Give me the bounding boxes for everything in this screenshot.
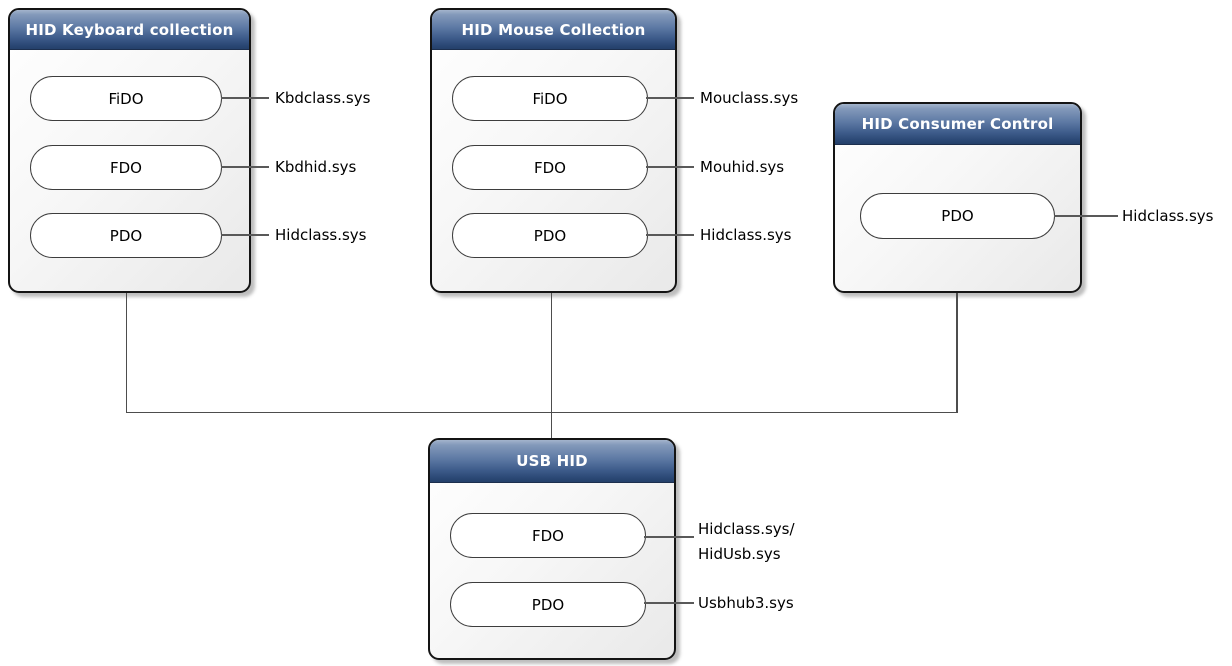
connector-mouse-vertical <box>551 293 552 438</box>
leader-keyboard-fdo <box>221 166 269 168</box>
node-label: FDO <box>534 158 566 177</box>
leader-usb-pdo <box>644 602 694 604</box>
node-mouse-pdo: PDO <box>452 213 648 258</box>
driver-label-hidclass-keyboard: Hidclass.sys <box>275 226 367 244</box>
node-mouse-fido: FiDO <box>452 76 648 121</box>
leader-mouse-fido <box>646 97 694 99</box>
driver-label-usbhub3: Usbhub3.sys <box>698 594 794 612</box>
leader-usb-fdo <box>644 536 694 538</box>
box-title-mouse: HID Mouse Collection <box>461 20 646 39</box>
box-hid-consumer-control: HID Consumer Control PDO <box>833 102 1082 293</box>
leader-keyboard-fido <box>221 97 269 99</box>
connector-consumer-vertical <box>956 293 958 413</box>
leader-keyboard-pdo <box>221 234 269 236</box>
node-label: PDO <box>941 207 974 225</box>
leader-mouse-fdo <box>646 166 694 168</box>
box-hid-keyboard-collection: HID Keyboard collection FiDO FDO PDO <box>8 8 251 293</box>
driver-label-hidclass-hidusb: Hidclass.sys/ HidUsb.sys <box>698 520 795 563</box>
node-mouse-fdo: FDO <box>452 145 648 190</box>
box-usb-hid: USB HID FDO PDO <box>428 438 676 660</box>
driver-label-mouhid: Mouhid.sys <box>700 158 785 176</box>
node-keyboard-fdo: FDO <box>30 145 222 190</box>
leader-mouse-pdo <box>646 234 694 236</box>
driver-label-kbdclass: Kbdclass.sys <box>275 89 371 107</box>
driver-label-mouclass: Mouclass.sys <box>700 89 799 107</box>
box-header-mouse: HID Mouse Collection <box>432 10 675 50</box>
box-header-consumer: HID Consumer Control <box>835 104 1080 145</box>
leader-consumer-pdo <box>1054 215 1118 217</box>
box-title-keyboard: HID Keyboard collection <box>25 20 234 39</box>
driver-label-hidclass-consumer: Hidclass.sys <box>1122 207 1214 225</box>
node-usb-pdo: PDO <box>450 582 646 627</box>
node-label: PDO <box>531 595 565 614</box>
box-header-usb: USB HID <box>430 440 674 483</box>
box-title-usb: USB HID <box>516 452 588 470</box>
node-label: FDO <box>532 526 564 545</box>
node-label: PDO <box>533 226 567 245</box>
node-label: PDO <box>109 226 143 245</box>
node-keyboard-fido: FiDO <box>30 76 222 121</box>
connector-horizontal-bus <box>126 412 958 413</box>
node-consumer-pdo: PDO <box>860 193 1055 239</box>
driver-label-kbdhid: Kbdhid.sys <box>275 158 357 176</box>
box-header-keyboard: HID Keyboard collection <box>10 10 249 50</box>
node-label: FiDO <box>108 89 144 108</box>
node-label: FiDO <box>532 89 568 108</box>
box-hid-mouse-collection: HID Mouse Collection FiDO FDO PDO <box>430 8 677 293</box>
box-title-consumer: HID Consumer Control <box>861 115 1054 133</box>
driver-label-hidclass-mouse: Hidclass.sys <box>700 226 792 244</box>
node-label: FDO <box>110 158 142 177</box>
node-usb-fdo: FDO <box>450 513 646 558</box>
connector-keyboard-vertical <box>126 293 127 413</box>
node-keyboard-pdo: PDO <box>30 213 222 258</box>
